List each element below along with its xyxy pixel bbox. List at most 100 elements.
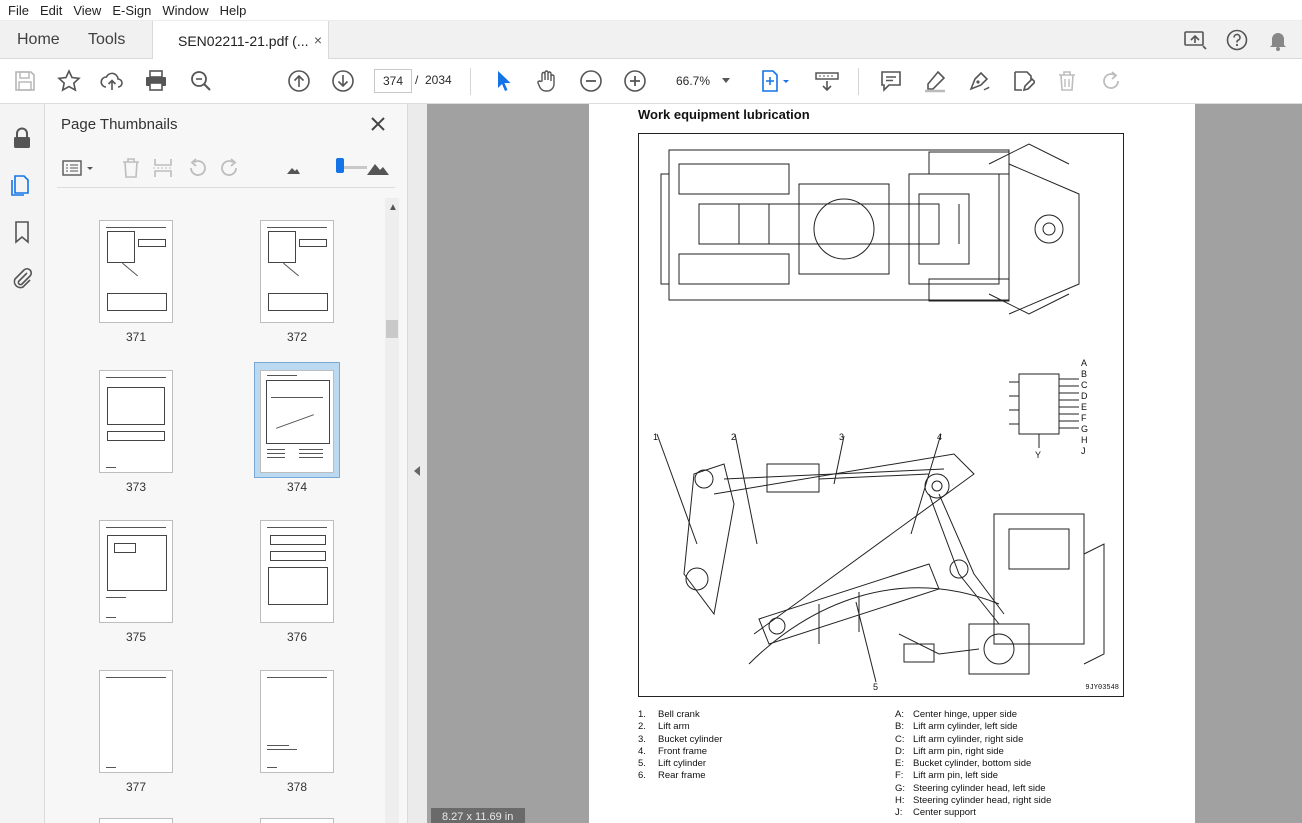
thumbnail-page-377[interactable] — [99, 670, 173, 773]
tab-tools[interactable]: Tools — [88, 31, 126, 48]
callout-letter-g: G — [1081, 424, 1088, 434]
lubrication-drawing: 1 2 3 4 5 A B C D E F G H J Y — [653, 143, 1105, 692]
thumbnail-size-slider[interactable] — [337, 166, 367, 169]
legend-item: 6.Rear frame — [638, 770, 706, 782]
zoom-level-value: 66.7% — [676, 74, 711, 88]
thumbnail-size-slider-handle[interactable] — [336, 158, 344, 173]
legend-numbered: 1.Bell crank 2.Lift arm 3.Bucket cylinde… — [638, 709, 722, 783]
scrollbar-thumb[interactable] — [386, 320, 398, 338]
redo-icon[interactable] — [1099, 69, 1123, 93]
callout-5: 5 — [873, 682, 878, 692]
callout-letter-j: J — [1081, 446, 1086, 456]
menu-help[interactable]: Help — [219, 2, 247, 18]
callout-2: 2 — [731, 432, 736, 442]
menu-esign[interactable]: E-Sign — [112, 2, 152, 18]
legend-item: C:Lift arm cylinder, right side — [895, 733, 1024, 745]
page-separator: / — [415, 73, 419, 87]
document-viewport[interactable]: Work equipment lubrication — [427, 104, 1302, 823]
legend-item: 3.Bucket cylinder — [638, 733, 723, 745]
callout-letter-a: A — [1081, 358, 1087, 368]
thumbnail-page-373[interactable] — [99, 370, 173, 473]
next-page-icon[interactable] — [331, 69, 355, 93]
extract-pages-icon[interactable] — [151, 156, 175, 180]
panel-title: Page Thumbnails — [61, 116, 178, 133]
help-icon[interactable] — [1225, 28, 1249, 52]
large-thumbnail-icon[interactable] — [366, 156, 390, 180]
fit-page-icon[interactable] — [760, 69, 792, 93]
callout-letter-d: D — [1081, 391, 1088, 401]
scroll-mode-icon[interactable] — [813, 69, 841, 93]
highlight-pen-icon[interactable] — [923, 69, 947, 93]
select-cursor-icon[interactable] — [491, 69, 515, 93]
bookmarks-icon[interactable] — [10, 220, 34, 244]
legend-item: A:Center hinge, upper side — [895, 709, 1018, 720]
callout-letter-f: F — [1081, 413, 1087, 423]
callout-letter-h: H — [1081, 435, 1088, 445]
chevron-down-icon — [722, 78, 730, 83]
search-zoom-icon[interactable] — [189, 69, 213, 93]
legend-item: 4.Front frame — [638, 745, 708, 757]
thumbnail-scrollbar[interactable] — [385, 198, 399, 823]
notification-bell-icon[interactable] — [1266, 28, 1290, 52]
thumbnail-label: 371 — [125, 330, 147, 344]
lock-icon[interactable] — [10, 126, 34, 150]
thumbnail-page-371[interactable] — [99, 220, 173, 323]
delete-icon[interactable] — [1055, 69, 1079, 93]
thumbnail-label: 373 — [125, 480, 147, 494]
delete-pages-icon[interactable] — [119, 156, 143, 180]
print-icon[interactable] — [144, 69, 168, 93]
menu-window[interactable]: Window — [162, 2, 209, 18]
thumbnail-page-378[interactable] — [260, 670, 334, 773]
hand-tool-icon[interactable] — [535, 69, 559, 93]
callout-1: 1 — [653, 432, 658, 442]
page-heading: Work equipment lubrication — [638, 107, 810, 122]
legend-item: G:Steering cylinder head, left side — [895, 782, 1046, 794]
attachments-icon[interactable] — [10, 265, 34, 289]
page-thumbnails-icon[interactable] — [10, 172, 34, 196]
fill-sign-icon[interactable] — [1011, 69, 1037, 93]
thumbnail-page-372[interactable] — [260, 220, 334, 323]
draw-pen-icon[interactable] — [967, 69, 991, 93]
zoom-level-select[interactable]: 66.7% — [664, 69, 740, 93]
tab-close-icon[interactable]: × — [313, 32, 322, 48]
thumbnail-page-380[interactable] — [260, 818, 334, 823]
scroll-up-icon[interactable]: ▲ — [388, 202, 398, 213]
zoom-in-icon[interactable] — [623, 69, 647, 93]
rotate-right-icon[interactable] — [218, 156, 242, 180]
thumbnail-options-icon[interactable] — [61, 156, 97, 180]
tab-document[interactable]: SEN02211-21.pdf (... × — [152, 21, 329, 60]
small-thumbnail-icon[interactable] — [285, 156, 301, 180]
callout-3: 3 — [839, 432, 844, 442]
share-screen-icon[interactable] — [1183, 28, 1207, 52]
zoom-out-icon[interactable] — [579, 69, 603, 93]
tab-document-title: SEN02211-21.pdf (... — [178, 32, 309, 49]
thumbnail-page-374[interactable] — [260, 370, 334, 473]
menu-edit[interactable]: Edit — [39, 2, 63, 18]
legend-item: E:Bucket cylinder, bottom side — [895, 758, 1032, 770]
thumbnail-page-379[interactable] — [99, 818, 173, 823]
total-pages: 2034 — [425, 73, 452, 87]
thumbnail-page-375[interactable] — [99, 520, 173, 623]
bookmark-star-icon[interactable] — [57, 69, 81, 93]
thumbnail-page-376[interactable] — [260, 520, 334, 623]
legend-item: D:Lift arm pin, right side — [895, 745, 1004, 757]
tab-home[interactable]: Home — [17, 31, 60, 48]
rotate-left-icon[interactable] — [185, 156, 209, 180]
close-panel-icon[interactable] — [370, 116, 386, 132]
callout-letter-e: E — [1081, 402, 1087, 412]
callout-4: 4 — [937, 432, 942, 442]
thumbnail-toolbar — [57, 152, 395, 188]
page-number-input[interactable]: 374 — [374, 69, 412, 93]
callout-letter-b: B — [1081, 369, 1087, 379]
previous-page-icon[interactable] — [287, 69, 311, 93]
save-icon[interactable] — [13, 69, 37, 93]
legend-item: F:Lift arm pin, left side — [895, 770, 999, 782]
menu-view[interactable]: View — [73, 2, 102, 18]
panel-collapse-handle[interactable] — [408, 104, 427, 823]
comment-icon[interactable] — [879, 69, 903, 93]
thumbnail-label: 374 — [286, 480, 308, 494]
upload-cloud-icon[interactable] — [100, 69, 124, 93]
lubrication-diagram: 1 2 3 4 5 A B C D E F G H J Y 9JY03548 — [638, 133, 1124, 697]
menu-bar: File Edit View E-Sign Window Help — [0, 0, 1302, 21]
menu-file[interactable]: File — [8, 2, 29, 18]
